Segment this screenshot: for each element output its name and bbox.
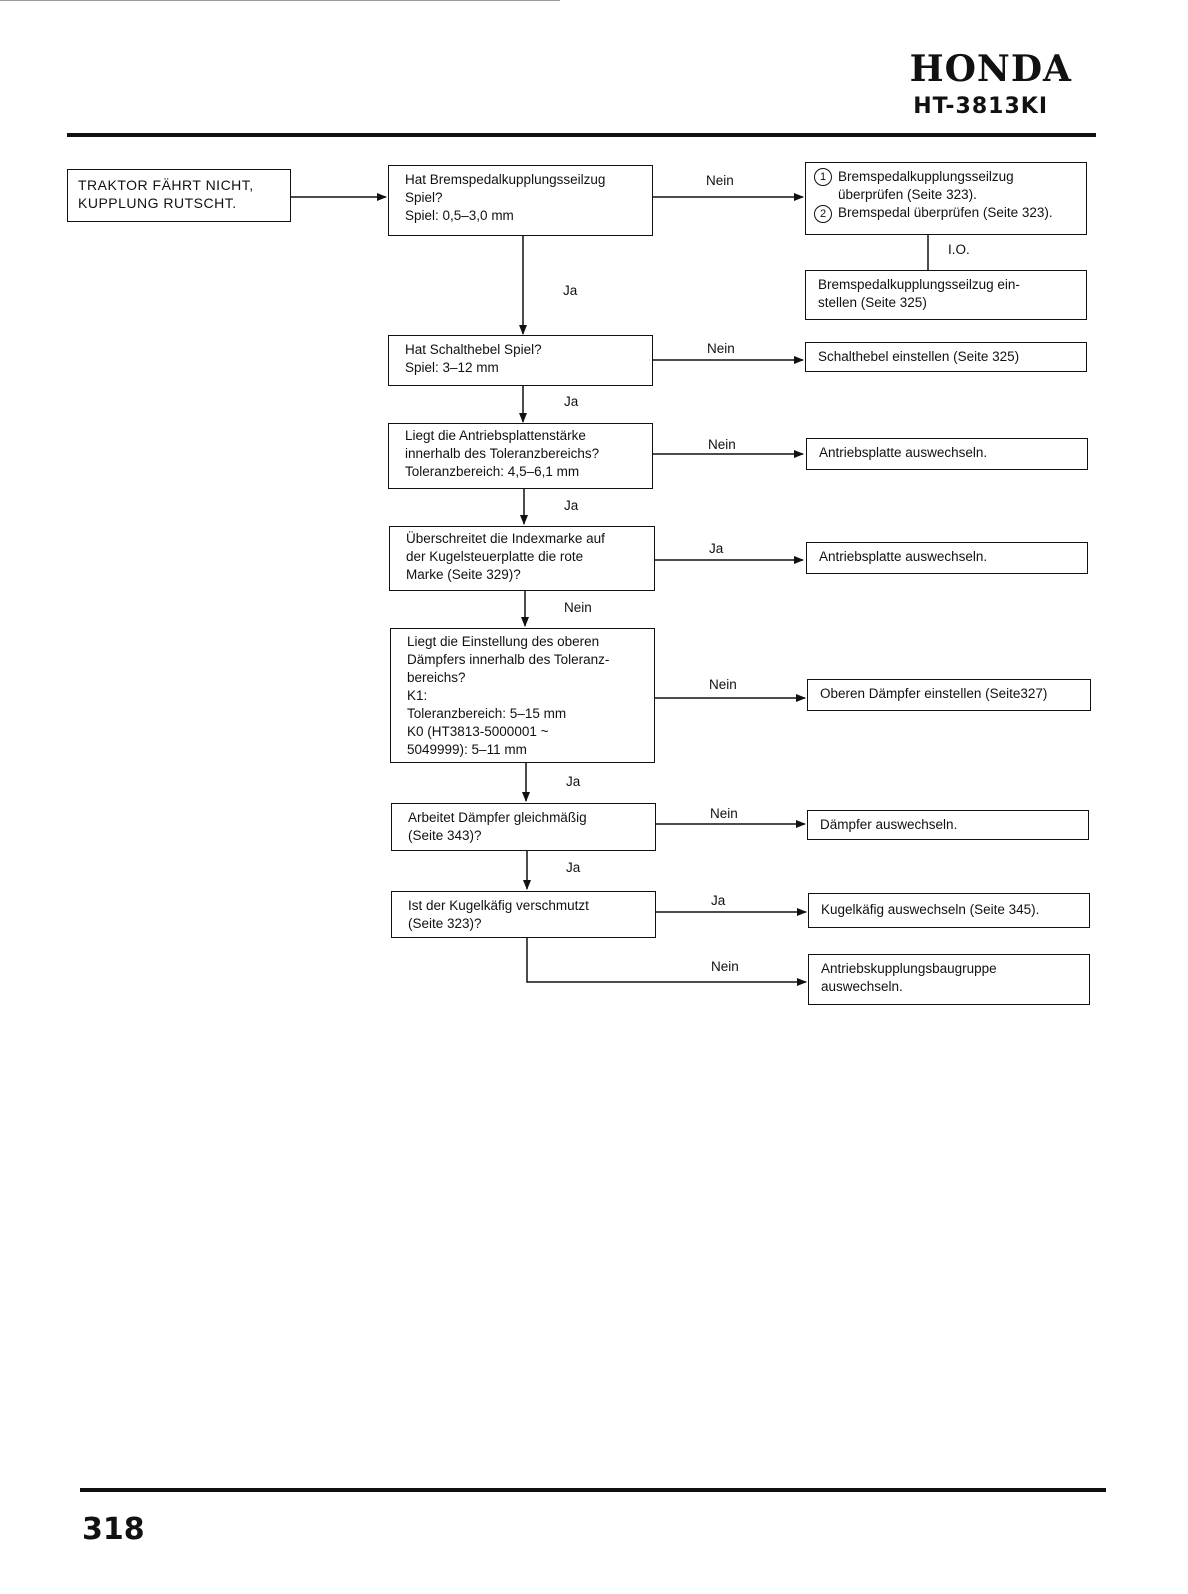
top-edge-rule	[0, 0, 560, 1]
label-q2-no: Nein	[707, 341, 735, 356]
label-q2-yes: Ja	[564, 394, 579, 409]
start-box: TRAKTOR FÄHRT NICHT, KUPPLUNG RUTSCHT.	[67, 169, 291, 222]
question-damper-operation: Arbeitet Dämpfer gleichmäßig (Seite 343)…	[391, 803, 656, 851]
label-q7-yes: Ja	[711, 893, 726, 908]
circled-number-2-icon: 2	[814, 204, 832, 223]
question-ball-cage-dirty: Ist der Kugelkäfig verschmutzt (Seite 32…	[391, 891, 656, 938]
action-adjust-shift-lever: Schalthebel einstellen (Seite 325)	[805, 342, 1087, 372]
label-q6-yes: Ja	[566, 860, 581, 875]
action-replace-damper: Dämpfer auswechseln.	[807, 810, 1089, 840]
label-q3-no: Nein	[708, 437, 736, 452]
page-number: 318	[82, 1512, 145, 1547]
label-q3-yes: Ja	[564, 498, 579, 513]
label-q4-no: Nein	[564, 600, 592, 615]
action-adjust-upper-damper: Oberen Dämpfer einstellen (Seite327)	[807, 679, 1091, 711]
action-replace-ball-cage: Kugelkäfig auswechseln (Seite 345).	[808, 893, 1090, 928]
question-brake-cable-play: Hat Bremspedalkupplungsseilzug Spiel? Sp…	[388, 165, 653, 236]
label-q5-no: Nein	[709, 677, 737, 692]
footer-rule	[80, 1488, 1106, 1492]
label-q1-no: Nein	[706, 173, 734, 188]
circled-number-1-icon: 1	[814, 168, 832, 187]
header-rule	[67, 133, 1096, 137]
action-replace-drive-plate-1: Antriebsplatte auswechseln.	[806, 438, 1088, 470]
action-replace-drive-clutch-assembly: Antriebskupplungsbaugruppe auswechseln.	[808, 954, 1090, 1005]
connector-q7-a8	[526, 938, 807, 986]
label-q4-yes: Ja	[709, 541, 724, 556]
label-a1-ok: I.O.	[948, 242, 970, 257]
question-drive-plate-thickness: Liegt die Antriebsplattenstärke innerhal…	[388, 423, 653, 489]
brand-logo: HONDA	[909, 48, 1072, 90]
action-adjust-brake-cable: Bremspedalkupplungsseilzug ein- stellen …	[805, 270, 1087, 320]
label-q1-yes: Ja	[563, 283, 578, 298]
action-replace-drive-plate-2: Antriebsplatte auswechseln.	[806, 542, 1088, 574]
label-q6-no: Nein	[710, 806, 738, 821]
question-upper-damper-setting: Liegt die Einstellung des oberen Dämpfer…	[390, 628, 655, 763]
label-q7-no: Nein	[711, 959, 739, 974]
label-q5-yes: Ja	[566, 774, 581, 789]
question-index-mark: Überschreitet die Indexmarke auf der Kug…	[389, 526, 655, 591]
question-shift-lever-play: Hat Schalthebel Spiel? Spiel: 3–12 mm	[388, 335, 653, 386]
model-number: HT-3813KI	[913, 94, 1048, 119]
